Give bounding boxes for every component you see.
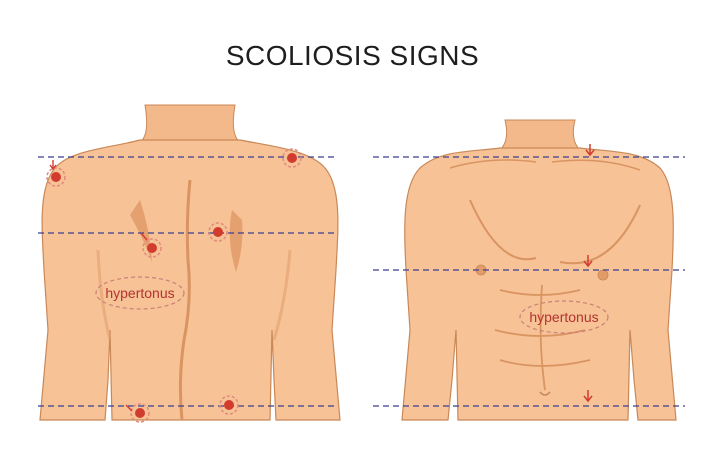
back-hypertonus-label: hypertonus — [105, 285, 174, 301]
front-torso — [402, 148, 676, 420]
back-neck — [140, 105, 240, 142]
front-hypertonus-label: hypertonus — [529, 309, 598, 325]
front-neck — [500, 120, 580, 150]
back-view-figure — [40, 105, 340, 420]
front-right-nipple — [598, 270, 608, 280]
